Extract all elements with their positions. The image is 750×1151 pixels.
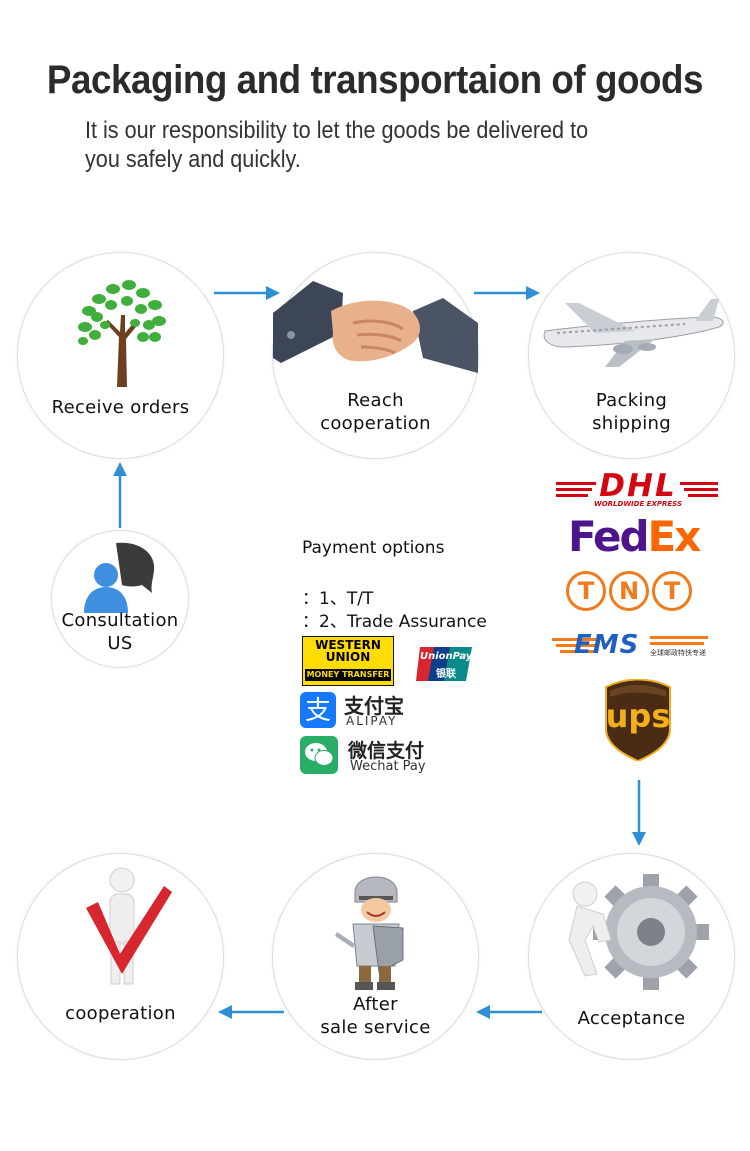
arrow-right-2 bbox=[474, 286, 540, 300]
step-packing-shipping: Packing shipping bbox=[528, 252, 735, 459]
wechat-icon bbox=[300, 736, 338, 774]
arrow-left-2 bbox=[218, 1005, 284, 1019]
step-label-line2: sale service bbox=[320, 1017, 431, 1038]
alipay-icon: 支 bbox=[300, 692, 336, 728]
dhl-tagline: WORLDWIDE EXPRESS bbox=[593, 500, 682, 508]
step-receive-orders: Receive orders bbox=[17, 252, 224, 459]
dhl-name: DHL bbox=[599, 468, 677, 504]
ems-name: EMS bbox=[574, 630, 640, 660]
step-label-line2: shipping bbox=[592, 413, 671, 434]
gear-figure-icon bbox=[568, 874, 709, 990]
step-label-line1: Packing bbox=[595, 390, 668, 411]
ups-logo: ups bbox=[604, 679, 672, 761]
unionpay-logo: UnionPay 银联 bbox=[416, 645, 472, 683]
alipay-logo: 支 支付宝 ALIPAY bbox=[300, 692, 420, 730]
arrow-down bbox=[632, 780, 646, 846]
knight-icon bbox=[335, 876, 404, 990]
ups-shield bbox=[605, 679, 671, 761]
chat-user-icon bbox=[84, 542, 155, 613]
wechat-cn: 微信支付 bbox=[348, 740, 425, 762]
airplane-icon bbox=[543, 299, 724, 367]
wechat-en: Wechat Pay bbox=[350, 759, 426, 774]
step-reach-cooperation: Reach cooperation bbox=[272, 252, 479, 459]
unionpay-shape bbox=[416, 647, 472, 681]
wu-line3: MONEY TRANSFER bbox=[305, 669, 391, 681]
step-label: cooperation bbox=[65, 1003, 176, 1024]
step-after-sale: After sale service bbox=[272, 853, 479, 1060]
unionpay-cn: 银联 bbox=[436, 669, 456, 680]
page-subtitle: It is our responsibility to let the good… bbox=[85, 117, 589, 173]
payment-option-tt: ：1、T/T bbox=[302, 589, 374, 609]
tnt-letter-1: T bbox=[566, 571, 606, 611]
alipay-cn: 支付宝 bbox=[344, 694, 404, 718]
fedex-fed: Fed bbox=[568, 512, 650, 561]
step-label-line1: Consultation bbox=[61, 610, 179, 631]
ups-name: ups bbox=[605, 697, 671, 735]
tnt-logo: T N T bbox=[566, 571, 696, 615]
checkmark-figure-icon bbox=[86, 867, 172, 985]
step-acceptance: Acceptance bbox=[528, 853, 735, 1060]
dhl-logo: DHL WORLDWIDE EXPRESS bbox=[556, 468, 718, 510]
step-label: Acceptance bbox=[577, 1008, 686, 1029]
ems-logo: EMS 全球邮政特快专递 bbox=[552, 630, 710, 666]
tnt-letter-2: N bbox=[609, 571, 649, 611]
alipay-en: ALIPAY bbox=[346, 714, 398, 728]
wu-line2: UNION bbox=[325, 650, 371, 664]
tree-icon bbox=[78, 280, 166, 387]
tnt-letter-3: T bbox=[652, 571, 692, 611]
arrow-left-1 bbox=[476, 1005, 542, 1019]
payment-title: Payment options bbox=[302, 538, 445, 558]
wechat-pay-logo: 微信支付 Wechat Pay bbox=[300, 736, 440, 776]
arrow-up bbox=[113, 462, 127, 528]
western-union-logo: WESTERN UNION MONEY TRANSFER bbox=[302, 636, 394, 686]
step-label-line1: After bbox=[353, 994, 398, 1015]
step-label: Receive orders bbox=[51, 397, 190, 418]
fedex-logo: FedEx bbox=[568, 512, 712, 562]
page-title: Packaging and transportaion of goods bbox=[46, 58, 704, 102]
wu-line1: WESTERN bbox=[315, 638, 381, 652]
step-consultation: Consultation US bbox=[51, 530, 189, 668]
ems-cn: 全球邮政特快专递 bbox=[650, 649, 706, 657]
step-label-line2: US bbox=[107, 633, 133, 654]
unionpay-en: UnionPay bbox=[420, 651, 473, 662]
dhl-stripes bbox=[556, 482, 718, 497]
arrow-right-1 bbox=[214, 286, 280, 300]
step-label-line1: Reach bbox=[347, 390, 404, 411]
handshake-icon bbox=[273, 281, 478, 373]
ems-stripes bbox=[552, 636, 708, 653]
step-cooperation: cooperation bbox=[17, 853, 224, 1060]
step-label-line2: cooperation bbox=[320, 413, 431, 434]
payment-option-trade-assurance: ：2、Trade Assurance bbox=[302, 612, 487, 632]
fedex-ex: Ex bbox=[647, 512, 702, 561]
